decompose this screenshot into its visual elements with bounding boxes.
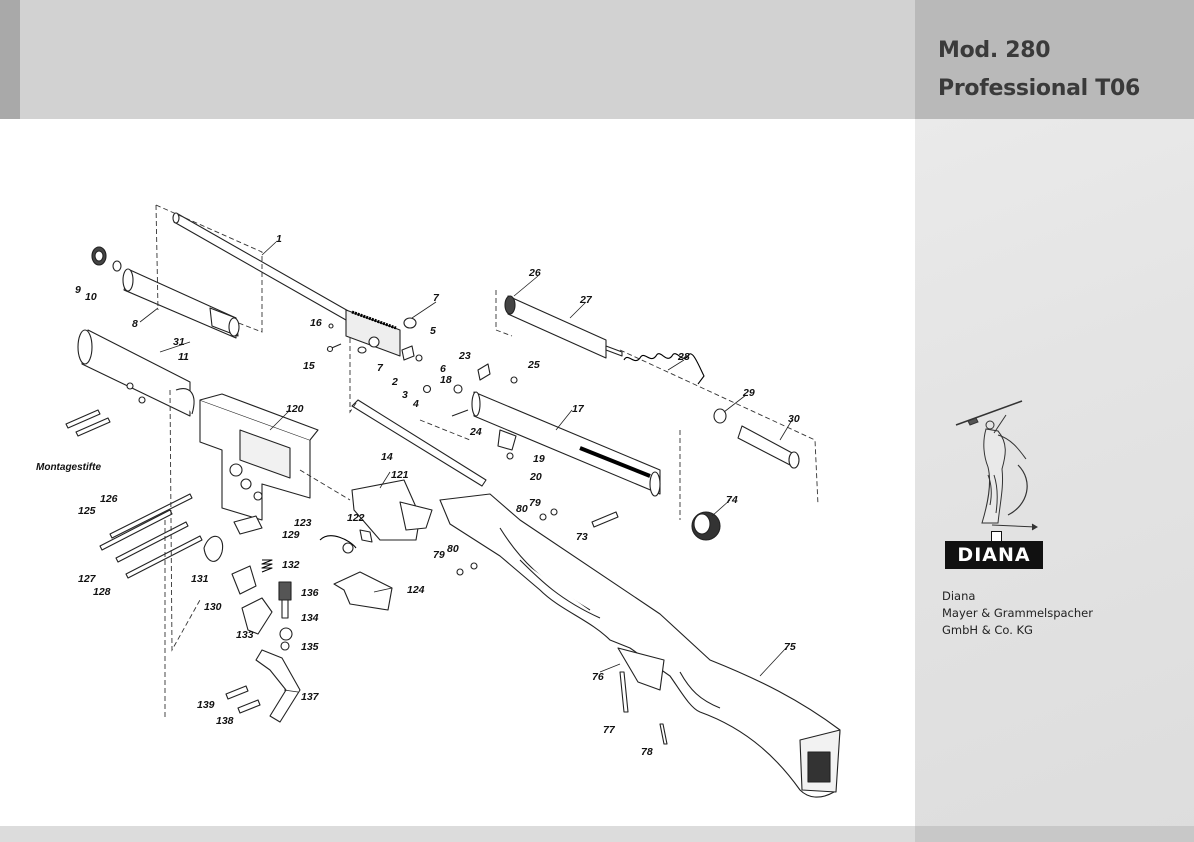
part-label-1: 1 — [276, 233, 282, 245]
part-label-26: 26 — [528, 267, 541, 279]
part-label-76: 76 — [592, 671, 604, 683]
part-label-31: 31 — [173, 336, 185, 348]
part-label-74: 74 — [726, 494, 738, 506]
part-label-15: 15 — [303, 360, 315, 372]
part-label-128: 128 — [93, 586, 111, 598]
side-panel — [915, 0, 1194, 842]
diana-figure-emblem — [955, 400, 1038, 531]
diana-logo: DIANA — [945, 531, 1043, 569]
part-label-80b: 80 — [447, 543, 459, 555]
part-label-129: 129 — [282, 529, 300, 541]
title-line-2: Professional T06 — [938, 76, 1140, 101]
part-label-130: 130 — [204, 601, 222, 613]
title-panel — [915, 0, 1194, 119]
company-line-3: GmbH & Co. KG — [942, 623, 1033, 637]
part-label-8: 8 — [132, 318, 138, 330]
part-label-126: 126 — [100, 493, 118, 505]
part-label-6: 6 — [440, 363, 446, 375]
part-label-79b: 79 — [433, 549, 445, 561]
part-label-20: 20 — [529, 471, 542, 483]
part-label-18: 18 — [440, 374, 452, 386]
part-label-16: 16 — [310, 317, 322, 329]
logo-text: DIANA — [957, 544, 1031, 566]
page-title: Mod. 280 Professional T06 — [938, 32, 1140, 108]
part-label-122: 122 — [347, 512, 365, 524]
part-label-17: 17 — [572, 403, 585, 415]
part-label-10: 10 — [85, 291, 97, 303]
part-label-79a: 79 — [529, 497, 541, 509]
part-label-131: 131 — [191, 573, 209, 585]
part-label-29: 29 — [742, 387, 755, 399]
part-label-9: 9 — [75, 284, 81, 296]
part-label-137: 137 — [301, 691, 320, 703]
part-label-75: 75 — [784, 641, 796, 653]
part-label-25: 25 — [527, 359, 540, 371]
part-label-14: 14 — [381, 451, 393, 463]
part-label-134: 134 — [301, 612, 319, 624]
part-label-30: 30 — [788, 413, 800, 425]
part-label-133: 133 — [236, 629, 254, 641]
part-label-28: 28 — [677, 351, 690, 363]
part-label-123: 123 — [294, 517, 312, 529]
part-label-80a: 80 — [516, 503, 528, 515]
part-label-127: 127 — [78, 573, 97, 585]
footer-bar — [0, 826, 915, 842]
part-label-120: 120 — [286, 403, 304, 415]
part-label-77: 77 — [603, 724, 616, 736]
part-label-23: 23 — [458, 350, 471, 362]
part-label-138: 138 — [216, 715, 234, 727]
note-montagestifte: Montagestifte — [36, 462, 101, 473]
part-label-11: 11 — [178, 351, 189, 363]
part-label-4: 4 — [412, 398, 419, 410]
part-label-136: 136 — [301, 587, 319, 599]
part-label-2: 2 — [391, 376, 398, 388]
part-label-5: 5 — [430, 325, 436, 337]
part-label-7b: 7 — [377, 362, 384, 374]
part-label-124: 124 — [407, 584, 425, 596]
company-line-1: Diana — [942, 589, 976, 603]
part-label-135: 135 — [301, 641, 319, 653]
part-label-78: 78 — [641, 746, 653, 758]
header-accent-strip — [0, 0, 20, 119]
title-line-1: Mod. 280 — [938, 38, 1051, 63]
company-line-2: Mayer & Grammelspacher — [942, 606, 1093, 620]
part-label-27: 27 — [579, 294, 593, 306]
part-label-24: 24 — [469, 426, 482, 438]
exploded-parts-diagram: 1 2 3 4 5 6 7 7 8 9 10 11 14 15 16 17 18… — [36, 204, 841, 798]
part-label-125: 125 — [78, 505, 96, 517]
part-label-19: 19 — [533, 453, 545, 465]
header-bar — [0, 0, 915, 119]
part-label-7a: 7 — [433, 292, 440, 304]
part-label-139: 139 — [197, 699, 215, 711]
part-label-121: 121 — [391, 469, 409, 481]
company-address: Diana Mayer & Grammelspacher GmbH & Co. … — [942, 588, 1093, 639]
part-label-3: 3 — [402, 389, 408, 401]
footer-bar-right — [915, 826, 1194, 842]
part-label-132: 132 — [282, 559, 300, 571]
part-label-73: 73 — [576, 531, 588, 543]
